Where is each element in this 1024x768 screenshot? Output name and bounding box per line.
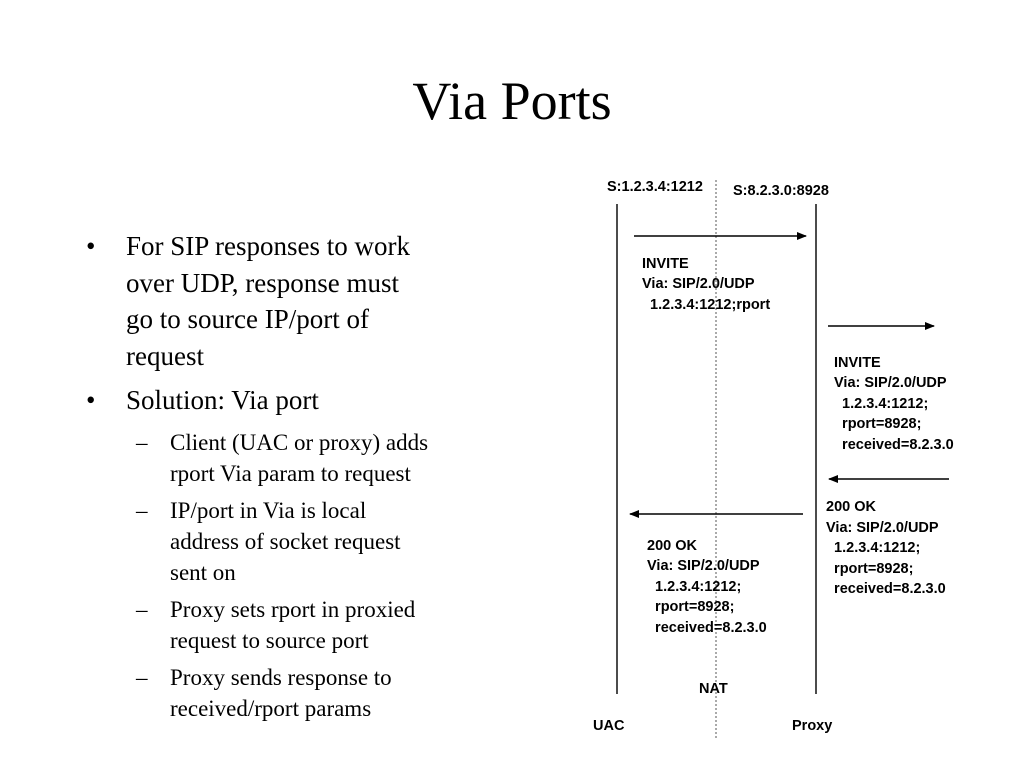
invite-proxy-line: Via: SIP/2.0/UDP [834,375,947,391]
invite-proxy-line: INVITE [834,355,881,371]
bullet-list: • For SIP responses to work over UDP, re… [80,228,510,730]
sub-bullet-line: Client (UAC or proxy) adds [170,429,429,455]
uac-source-address: S:1.2.3.4:1212 [607,179,703,195]
sub-bullet-line: rport Via param to request [170,460,411,486]
bullet-item: • Solution: Via port [80,382,510,419]
sub-bullet-line: Proxy sets rport in proxied [170,596,416,622]
sub-bullet-line: received/rport params [170,695,372,721]
uac-label: UAC [593,718,625,734]
sub-bullet-item: – Proxy sets rport in proxied request to… [80,594,510,656]
bullet-line: request [126,340,204,371]
bullet-line: go to source IP/port of [126,304,369,334]
ok-proxy-line: Via: SIP/2.0/UDP [826,520,939,536]
bullet-marker: • [86,385,96,415]
invite-uac-line: INVITE [642,256,689,272]
invite-uac-line: 1.2.3.4:1212;rport [642,297,770,313]
sub-bullet-marker: – [136,664,148,690]
sub-bullet-line: request to source port [170,627,369,653]
ok-uac-line: 1.2.3.4:1212; [647,579,741,595]
ok-uac-line: Via: SIP/2.0/UDP [647,558,760,574]
bullet-marker: • [86,231,96,261]
ok-uac-line: received=8.2.3.0 [647,620,767,636]
ok-uac-line: rport=8928; [647,599,734,615]
invite-proxy-line: received=8.2.3.0 [834,437,954,453]
proxy-label: Proxy [792,718,832,734]
sub-bullet-item: – IP/port in Via is local address of soc… [80,495,510,588]
proxy-source-address: S:8.2.3.0:8928 [733,183,829,199]
ok-proxy-line: 1.2.3.4:1212; [826,540,920,556]
sub-bullet-item: – Proxy sends response to received/rport… [80,662,510,724]
invite-proxy-line: rport=8928; [834,416,921,432]
sub-bullet-line: Proxy sends response to [170,664,392,690]
ok-proxy-line: rport=8928; [826,561,913,577]
ok-uac-line: 200 OK [647,538,697,554]
sub-bullet-line: sent on [170,559,236,585]
bullet-item: • For SIP responses to work over UDP, re… [80,228,510,374]
sub-bullet-marker: – [136,497,148,523]
ok-proxy-line: received=8.2.3.0 [826,581,946,597]
sub-bullet-item: – Client (UAC or proxy) adds rport Via p… [80,427,510,489]
sub-bullet-marker: – [136,429,148,455]
sub-bullet-marker: – [136,596,148,622]
invite-uac-line: Via: SIP/2.0/UDP [642,276,755,292]
sub-bullet-line: address of socket request [170,528,401,554]
bullet-line: Solution: Via port [126,385,319,415]
ok-proxy-line: 200 OK [826,499,876,515]
bullet-line: over UDP, response must [126,267,399,298]
nat-label: NAT [699,681,728,697]
bullet-line: For SIP responses to work [126,231,411,261]
slide-title: Via Ports [412,71,612,131]
sub-bullet-line: IP/port in Via is local [170,497,367,523]
invite-proxy-line: 1.2.3.4:1212; [834,396,928,412]
